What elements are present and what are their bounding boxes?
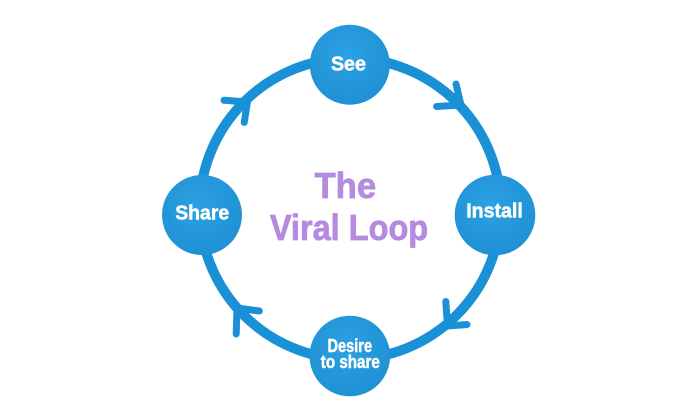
svg-text:Share: Share [175, 203, 229, 225]
svg-text:See: See [331, 54, 366, 76]
svg-text:The: The [314, 165, 376, 206]
svg-text:to share: to share [321, 352, 380, 372]
svg-text:Desire: Desire [328, 336, 373, 356]
svg-text:Install: Install [466, 201, 523, 223]
svg-text:Viral Loop: Viral Loop [270, 207, 428, 248]
